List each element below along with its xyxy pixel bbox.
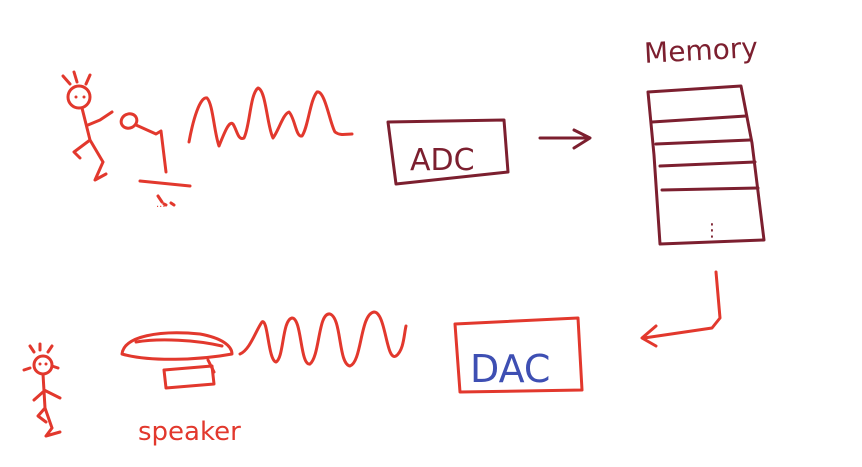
arrow-right-icon bbox=[538, 128, 592, 150]
person-head bbox=[66, 84, 92, 110]
speaker-icon: speaker bbox=[120, 331, 241, 447]
analog-waveform-bottom bbox=[238, 310, 408, 368]
memory-ellipsis: ⋮ bbox=[703, 220, 721, 241]
adc-label: ADC bbox=[410, 143, 475, 178]
arrow-down-left-icon bbox=[640, 270, 722, 348]
person-body bbox=[72, 106, 114, 182]
dac-label: DAC bbox=[470, 347, 550, 391]
memory-label: Memory bbox=[643, 31, 758, 70]
analog-waveform-top bbox=[187, 86, 354, 148]
adc-box: ADC bbox=[386, 118, 510, 186]
listener-head bbox=[32, 354, 54, 376]
microphone-icon: ... bbox=[119, 112, 192, 210]
memory-block: Memory ⋮ bbox=[643, 31, 766, 246]
speech-lines bbox=[61, 70, 92, 86]
person-speaking bbox=[61, 70, 114, 182]
mic-sound-text: ... bbox=[156, 199, 166, 210]
person-listening bbox=[22, 342, 62, 438]
dac-box: DAC bbox=[453, 316, 584, 394]
speaker-label: speaker bbox=[138, 417, 241, 447]
